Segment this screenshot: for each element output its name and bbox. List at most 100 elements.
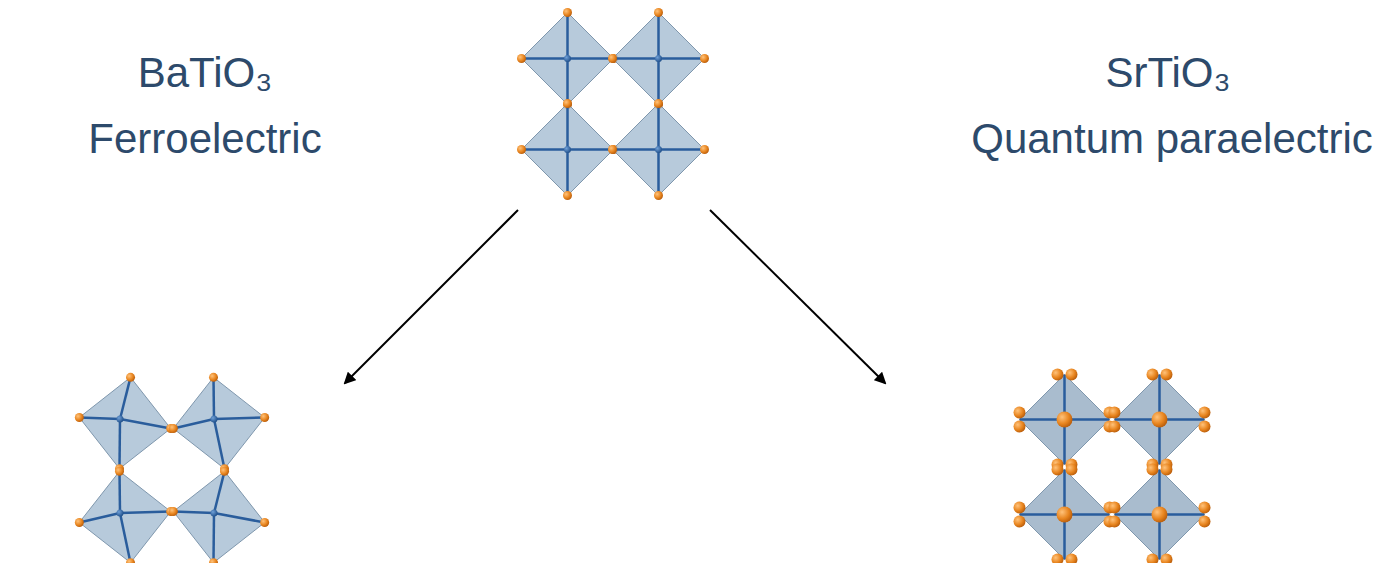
o-atom <box>1161 554 1173 563</box>
bond <box>659 148 705 151</box>
o-atom <box>563 191 572 200</box>
o-atom <box>1014 421 1026 433</box>
o-atom <box>1066 554 1078 563</box>
o-atom <box>1199 407 1211 419</box>
bond <box>657 13 660 59</box>
octahedron <box>79 471 170 562</box>
bond <box>120 511 171 513</box>
o-atom <box>608 54 617 63</box>
phase-name: Quantum paraelectric <box>971 114 1373 164</box>
o-atom <box>126 373 135 382</box>
ti-atom <box>117 416 124 423</box>
o-atom <box>700 54 709 63</box>
o-atom <box>260 518 269 527</box>
o-atom <box>1066 464 1078 476</box>
bond <box>214 471 225 513</box>
ti-atom <box>1152 412 1168 428</box>
o-atom <box>1161 464 1173 476</box>
bond <box>657 104 660 150</box>
ti-atom <box>211 416 218 423</box>
bond <box>120 377 131 419</box>
ti-atom <box>1057 412 1073 428</box>
ti-atom <box>564 55 571 62</box>
octahedron <box>613 104 705 196</box>
bond <box>613 57 659 60</box>
o-atom <box>1052 554 1064 563</box>
o-atom <box>1199 421 1211 433</box>
octahedron <box>1115 470 1205 560</box>
arrow <box>710 210 885 383</box>
bond <box>214 513 265 523</box>
o-atom <box>209 373 218 382</box>
octahedron <box>522 13 614 105</box>
bond <box>522 57 568 60</box>
o-atom <box>1161 369 1173 381</box>
o-atom <box>1052 464 1064 476</box>
o-atom <box>563 8 572 17</box>
o-atom <box>220 467 229 476</box>
bond <box>522 148 568 151</box>
bond <box>657 150 660 196</box>
octahedron <box>522 104 614 196</box>
bond <box>118 471 121 513</box>
bond <box>214 417 265 419</box>
o-atom <box>1147 554 1159 563</box>
o-atom <box>169 424 178 433</box>
o-atom <box>517 54 526 63</box>
bond <box>566 59 569 105</box>
ti-atom <box>117 510 124 517</box>
o-atom <box>1109 407 1121 419</box>
bond <box>79 513 120 523</box>
bond <box>212 377 215 419</box>
octahedron <box>1115 375 1205 465</box>
ti-atom <box>655 55 662 62</box>
octahedron <box>173 377 264 468</box>
octahedron <box>1020 470 1110 560</box>
o-atom <box>209 558 218 563</box>
o-atom <box>1052 369 1064 381</box>
o-atom <box>1109 516 1121 528</box>
octahedron <box>613 13 705 105</box>
bond <box>613 148 659 151</box>
bond <box>173 419 214 429</box>
bond <box>214 419 225 469</box>
o-atom <box>654 191 663 200</box>
bond <box>568 57 614 60</box>
o-atom <box>1199 516 1211 528</box>
bond <box>212 513 215 563</box>
bond <box>173 511 214 513</box>
cubic-perovskite <box>517 8 709 200</box>
o-atom <box>608 145 617 154</box>
bond <box>118 419 121 469</box>
bond <box>566 150 569 196</box>
o-atom <box>169 507 178 516</box>
octahedron <box>173 471 264 562</box>
phase-name: Ferroelectric <box>88 114 321 164</box>
ferroelectric-perovskite <box>75 373 269 563</box>
o-atom <box>700 145 709 154</box>
o-atom <box>1014 407 1026 419</box>
ti-atom <box>564 146 571 153</box>
bond <box>657 59 660 105</box>
compound-name: SrTiO₃ <box>1105 48 1230 98</box>
o-atom <box>115 467 124 476</box>
octahedron <box>1020 375 1110 465</box>
o-atom <box>654 99 663 108</box>
o-atom <box>1109 421 1121 433</box>
ti-atom <box>1057 507 1073 523</box>
ti-atom <box>1152 507 1168 523</box>
o-atom <box>1199 502 1211 514</box>
o-atom <box>654 8 663 17</box>
o-atom <box>1014 502 1026 514</box>
o-atom <box>563 99 572 108</box>
o-atom <box>126 558 135 563</box>
o-atom <box>1109 502 1121 514</box>
arrow <box>345 210 518 383</box>
compound-name: BaTiO₃ <box>138 48 273 98</box>
o-atom <box>1147 464 1159 476</box>
quantum-perovskite <box>1014 369 1211 563</box>
ti-atom <box>211 510 218 517</box>
o-atom <box>75 413 84 422</box>
bond <box>79 417 120 419</box>
o-atom <box>75 518 84 527</box>
